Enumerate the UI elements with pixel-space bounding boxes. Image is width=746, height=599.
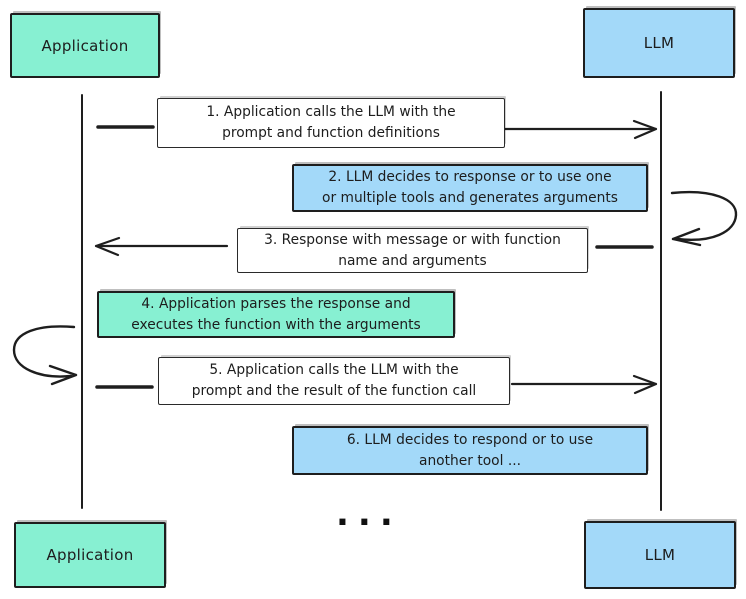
continuation-ellipsis: ... xyxy=(336,494,402,534)
message-line: 6. LLM decides to respond or to use xyxy=(346,431,594,448)
message-line: 2. LLM decides to response or to use one xyxy=(328,169,612,185)
message-2-label: 2. LLM decides to response or to use one… xyxy=(292,164,648,212)
message-line: prompt and function definitions xyxy=(222,125,440,141)
message-line: executes the function with the arguments xyxy=(131,316,421,333)
llm-self-loop-arrow xyxy=(670,191,738,241)
actor-llm-top: LLM xyxy=(583,8,735,78)
actor-label: LLM xyxy=(643,34,675,52)
message-3-arrowhead-left-icon xyxy=(94,236,121,257)
message-line: or multiple tools and generates argument… xyxy=(322,190,618,206)
actor-llm-bottom: LLM xyxy=(584,521,736,589)
message-line: 5. Application calls the LLM with the xyxy=(209,362,459,378)
llm-self-loop-arrowhead-icon xyxy=(671,227,702,247)
message-line: 4. Application parses the response and xyxy=(141,295,411,312)
actor-label: LLM xyxy=(644,546,676,564)
message-line: name and arguments xyxy=(338,252,487,269)
message-line: 3. Response with message or with functio… xyxy=(264,231,561,248)
message-5-label: 5. Application calls the LLM with the pr… xyxy=(158,357,510,405)
application-self-loop-arrowhead-icon xyxy=(48,364,78,386)
application-self-loop-arrow xyxy=(12,325,76,378)
actor-label: Application xyxy=(46,546,134,564)
actor-label: Application xyxy=(41,36,129,55)
actor-application-bottom: Application xyxy=(14,522,166,588)
message-1-arrowhead-right-icon xyxy=(632,119,658,140)
message-line: 1. Application calls the LLM with the xyxy=(206,104,456,120)
message-6-label: 6. LLM decides to respond or to use anot… xyxy=(292,426,648,475)
message-5-arrowhead-right-icon xyxy=(632,374,658,395)
message-3-label: 3. Response with message or with functio… xyxy=(237,228,588,273)
message-line: another tool ... xyxy=(418,452,521,469)
message-line: prompt and the result of the function ca… xyxy=(191,383,477,399)
message-1-label: 1. Application calls the LLM with the pr… xyxy=(157,98,505,148)
message-4-label: 4. Application parses the response and e… xyxy=(97,291,455,338)
actor-application-top: Application xyxy=(10,13,160,78)
